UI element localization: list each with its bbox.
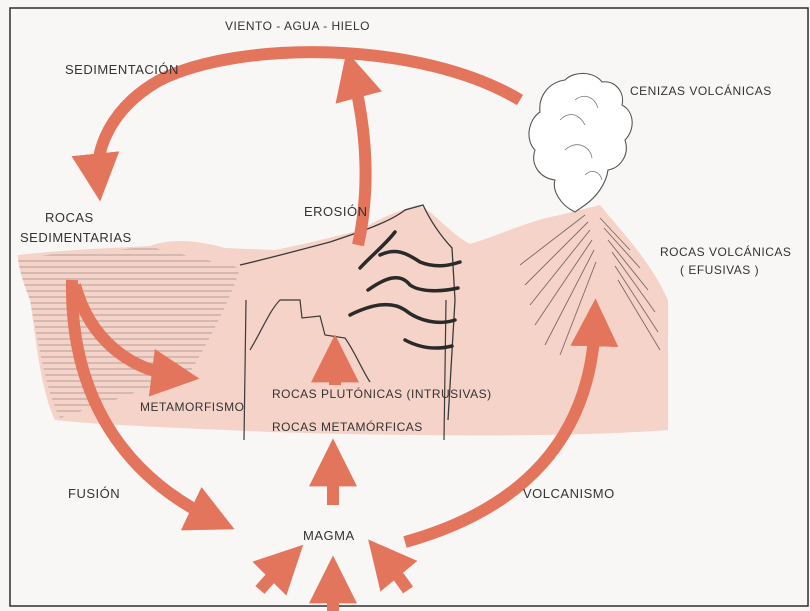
label-sedimentacion: SEDIMENTACIÓN [65,62,179,77]
label-volcanismo: VOLCANISMO [523,486,615,501]
label-fusion: FUSIÓN [68,486,120,501]
label-rocas-volc-2: ( EFUSIVAS ) [680,263,759,277]
label-erosion: EROSIÓN [304,204,367,219]
label-metamorfismo: METAMORFISMO [140,400,244,414]
label-metamorficas: ROCAS METAMÓRFICAS [272,419,423,434]
label-rocas-sed-2: SEDIMENTARIAS [20,230,132,245]
label-magma: MAGMA [303,528,355,543]
label-rocas-sed-1: ROCAS [45,210,94,225]
label-top: VIENTO - AGUA - HIELO [225,19,370,33]
label-cenizas: CENIZAS VOLCÁNICAS [630,83,772,98]
label-rocas-volc-1: ROCAS VOLCÁNICAS [660,244,791,259]
label-plutonicas: ROCAS PLUTÓNICAS (INTRUSIVAS) [272,386,492,401]
